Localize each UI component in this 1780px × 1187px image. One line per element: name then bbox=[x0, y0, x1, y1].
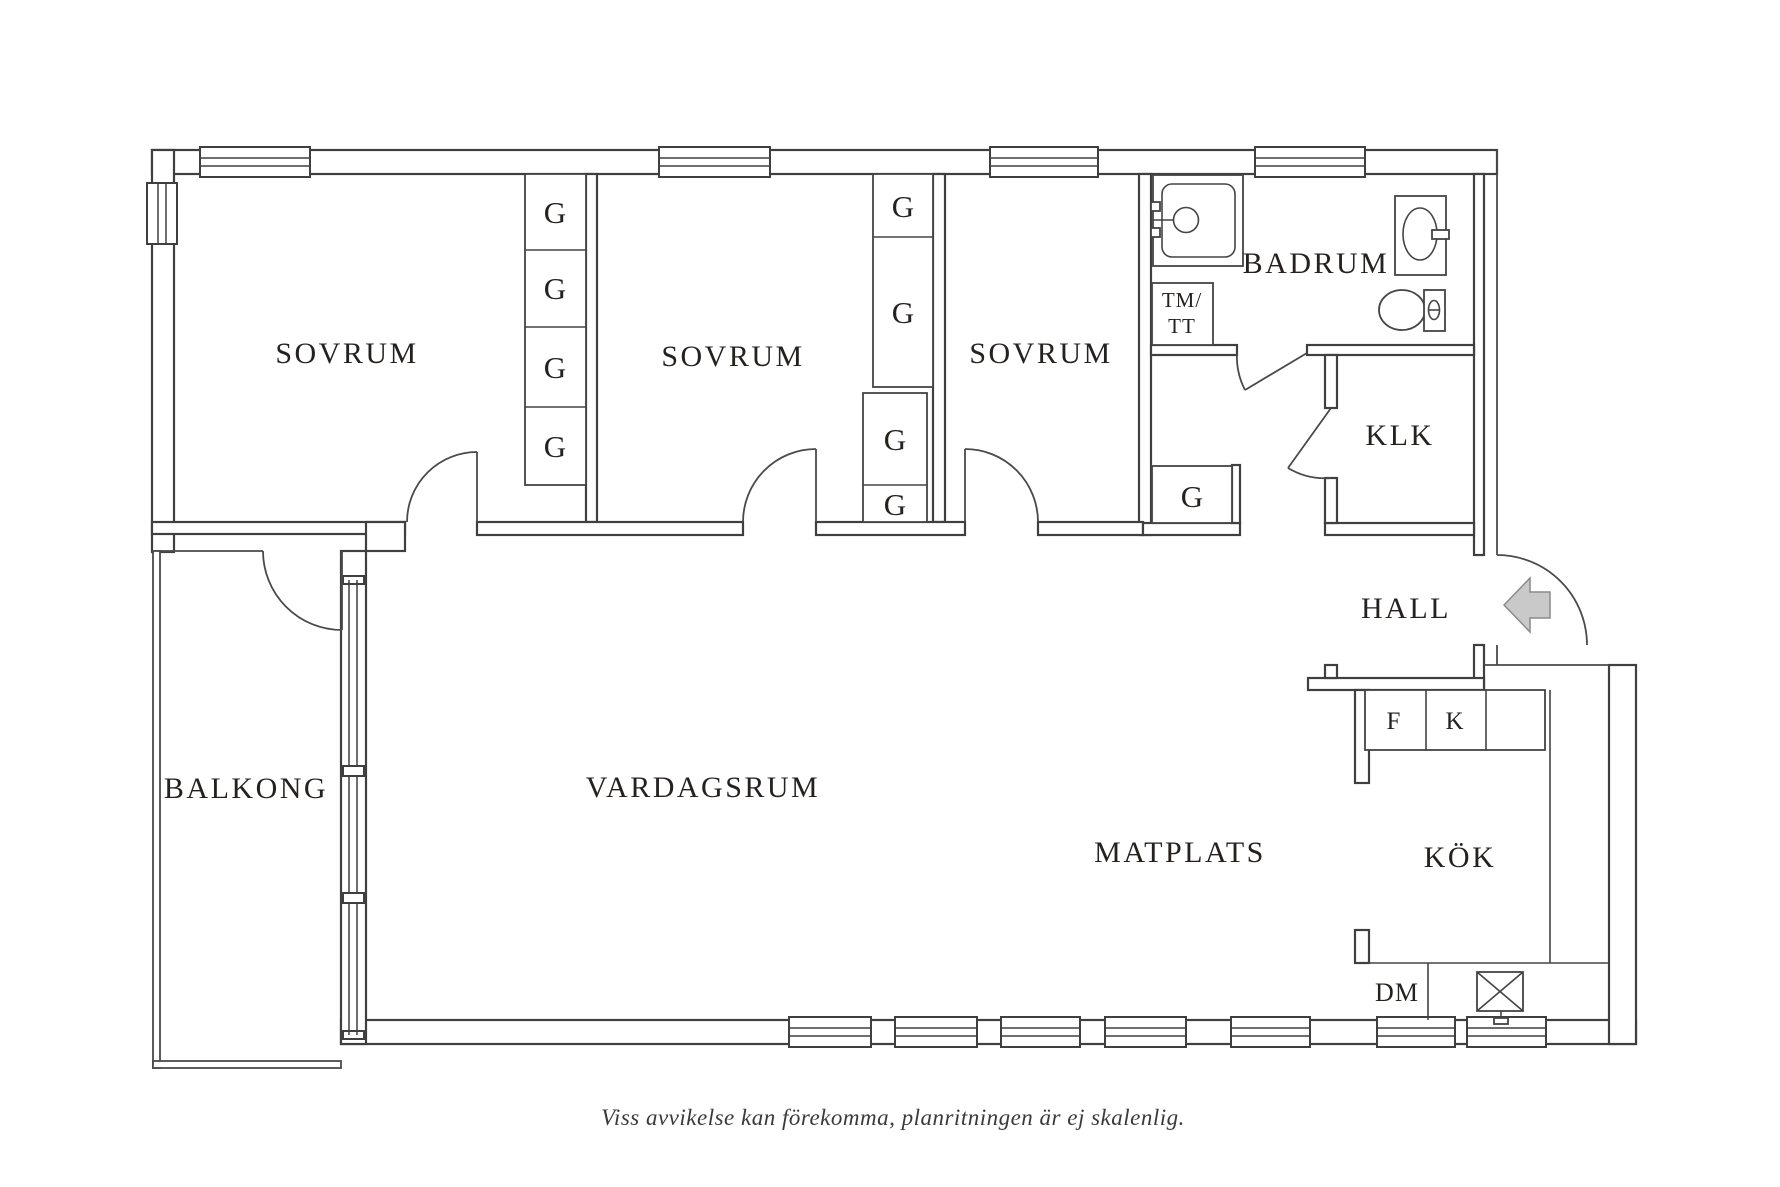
fixtures bbox=[1150, 174, 1524, 1025]
room-label-living-room: VARDAGSRUM bbox=[586, 771, 821, 804]
kitchen-counter bbox=[1368, 690, 1609, 1020]
balcony-window bbox=[342, 575, 365, 1040]
wardrobe-label: G bbox=[892, 295, 914, 330]
room-label-bathroom: BADRUM bbox=[1243, 247, 1390, 280]
door-bathroom bbox=[1236, 352, 1308, 391]
door-bedroom-3 bbox=[964, 448, 1039, 523]
window bbox=[1104, 1016, 1187, 1048]
fridge-freezer-cabinets bbox=[1364, 689, 1546, 751]
shower-icon bbox=[1150, 174, 1244, 267]
wardrobe-column-1 bbox=[524, 173, 587, 486]
room-label-dining: MATPLATS bbox=[1094, 836, 1266, 869]
wardrobe-label: G bbox=[884, 487, 906, 522]
room-label-klk: KLK bbox=[1365, 419, 1434, 452]
wardrobe-label: G bbox=[892, 189, 914, 224]
doors bbox=[262, 352, 1588, 646]
door-balcony bbox=[262, 550, 343, 631]
window bbox=[1466, 1016, 1547, 1048]
wardrobe-label: G bbox=[544, 429, 566, 464]
window bbox=[1376, 1016, 1456, 1048]
entry-arrow-icon bbox=[1502, 576, 1551, 634]
window bbox=[989, 146, 1099, 178]
door-bedroom-1 bbox=[406, 451, 478, 523]
room-label-kitchen: KÖK bbox=[1424, 841, 1497, 874]
room-label-bedroom-1: SOVRUM bbox=[275, 337, 418, 370]
balcony-outline bbox=[152, 550, 342, 1069]
dryer-label: TT bbox=[1168, 314, 1196, 338]
room-label-hall: HALL bbox=[1361, 592, 1451, 625]
stairwell-outline bbox=[1484, 150, 1609, 666]
toilet-icon bbox=[1378, 289, 1446, 332]
room-label-balcony: BALKONG bbox=[164, 772, 328, 805]
room-label-bedroom-2: SOVRUM bbox=[661, 340, 804, 373]
room-label-bedroom-3: SOVRUM bbox=[969, 337, 1112, 370]
window bbox=[788, 1016, 872, 1048]
washer-dryer-box bbox=[1151, 282, 1214, 346]
door-entrance bbox=[1496, 554, 1588, 646]
window bbox=[1000, 1016, 1081, 1048]
wardrobe-hall bbox=[1151, 465, 1233, 524]
bathroom-sink-icon bbox=[1394, 195, 1450, 276]
dishwasher-label: DM bbox=[1375, 978, 1419, 1007]
window bbox=[1230, 1016, 1311, 1048]
wardrobe-column-2 bbox=[862, 173, 934, 523]
wardrobe-label: G bbox=[544, 350, 566, 385]
door-bedroom-2 bbox=[742, 448, 817, 523]
window bbox=[146, 182, 178, 245]
wardrobe-label: G bbox=[544, 271, 566, 306]
wardrobes bbox=[524, 173, 1609, 1020]
window bbox=[658, 146, 771, 178]
windows bbox=[146, 146, 1547, 1048]
window bbox=[894, 1016, 978, 1048]
wardrobe-label: G bbox=[1181, 479, 1203, 514]
door-klk bbox=[1287, 407, 1332, 480]
window bbox=[199, 146, 311, 178]
disclaimer-caption: Viss avvikelse kan förekomma, planritnin… bbox=[601, 1105, 1185, 1130]
washer-label: TM/ bbox=[1162, 288, 1202, 312]
kitchen-sink-icon bbox=[1476, 971, 1524, 1025]
fridge-label: K bbox=[1445, 708, 1464, 735]
wardrobe-label: G bbox=[544, 195, 566, 230]
wardrobe-label: G bbox=[884, 422, 906, 457]
labels: SOVRUM SOVRUM SOVRUM BADRUM KLK HALL VAR… bbox=[164, 189, 1497, 1007]
window bbox=[1254, 146, 1366, 178]
freezer-label: F bbox=[1387, 708, 1402, 735]
